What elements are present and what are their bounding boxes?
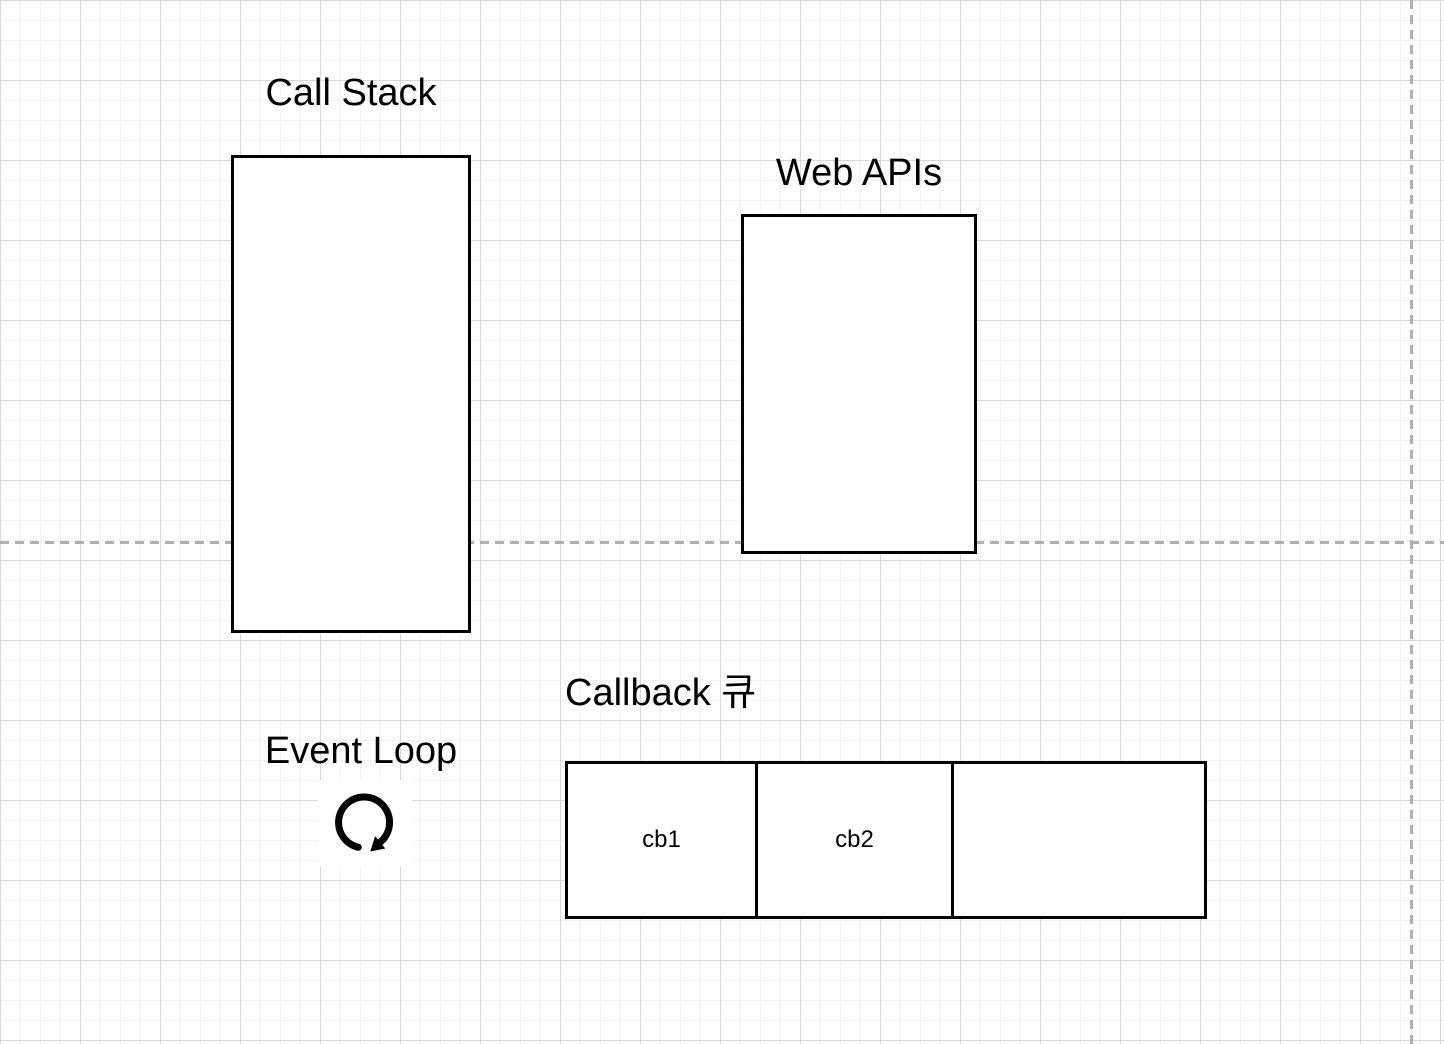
queue-cell[interactable] bbox=[954, 764, 1204, 916]
event-loop-shape[interactable] bbox=[318, 780, 412, 867]
queue-cell[interactable]: cb2 bbox=[758, 764, 954, 916]
call-stack-title[interactable]: Call Stack bbox=[265, 72, 437, 114]
callback-queue-box[interactable]: cb1 cb2 bbox=[565, 761, 1207, 919]
web-apis-title[interactable]: Web APIs bbox=[775, 152, 943, 194]
callback-queue-title[interactable]: Callback 큐 bbox=[565, 672, 757, 714]
call-stack-box[interactable] bbox=[231, 155, 471, 633]
page-guide-vertical bbox=[1410, 0, 1413, 1044]
queue-cell[interactable]: cb1 bbox=[568, 764, 758, 916]
web-apis-box[interactable] bbox=[741, 214, 977, 554]
event-loop-title[interactable]: Event Loop bbox=[264, 730, 458, 772]
page-guide-horizontal bbox=[0, 541, 1444, 544]
loop-arrow-icon bbox=[335, 793, 393, 852]
